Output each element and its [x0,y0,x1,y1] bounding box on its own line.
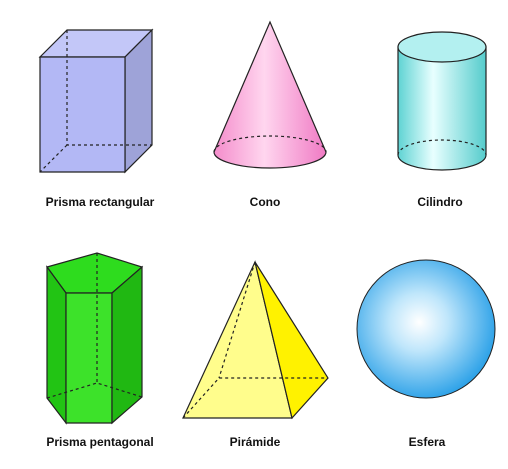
rectangular-prism [40,30,152,172]
label-sphere: Esfera [357,435,497,449]
pyramid [183,262,328,418]
sphere [357,260,495,398]
cone [214,22,326,168]
label-cylinder: Cilindro [370,195,508,209]
cylinder [398,32,486,170]
pentagonal-prism [47,253,142,423]
label-rectangular-prism: Prisma rectangular [20,195,180,209]
label-pentagonal-prism: Prisma pentagonal [20,435,180,449]
label-pyramid: Pirámide [185,435,325,449]
label-cone: Cono [195,195,335,209]
